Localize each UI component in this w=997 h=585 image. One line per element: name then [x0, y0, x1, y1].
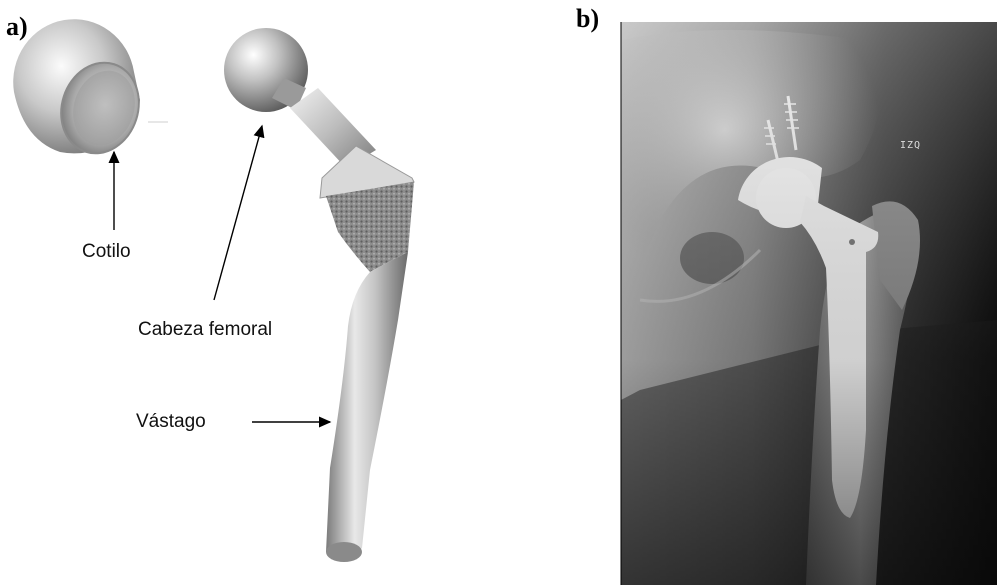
acetabular-cup [13, 19, 168, 163]
panel-label-a: a) [6, 14, 28, 40]
femoral-head [224, 28, 308, 112]
side-marker: IZQ [900, 140, 921, 151]
prosthesis-illustration [0, 0, 620, 585]
cup-label: Cotilo [82, 242, 131, 261]
femoral-stem [290, 88, 414, 562]
panel-label-b: b) [576, 6, 599, 32]
head-label: Cabeza femoral [138, 320, 272, 339]
head-pointer-arrow [214, 126, 262, 300]
stem-label: Vástago [136, 412, 206, 431]
